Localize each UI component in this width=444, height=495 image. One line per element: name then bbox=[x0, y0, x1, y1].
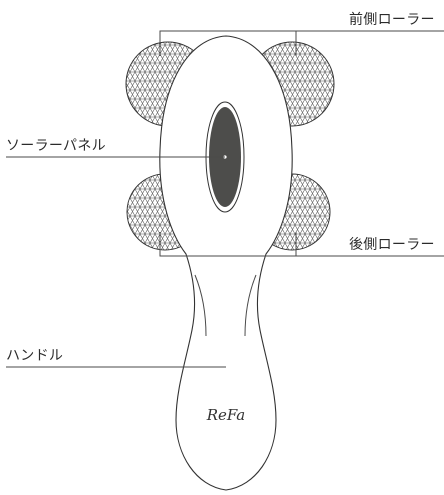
front-roller-label: 前側ローラー bbox=[349, 11, 435, 28]
rear-roller-callout: 後側ローラー bbox=[159, 232, 444, 257]
handle-contour-left bbox=[194, 274, 207, 337]
solar-panel-label: ソーラーパネル bbox=[6, 138, 106, 154]
handle-contour-right bbox=[244, 274, 257, 337]
handle-label: ハンドル bbox=[6, 348, 63, 364]
solar-panel-callout: ソーラーパネル bbox=[6, 138, 225, 158]
front-roller-bracket bbox=[159, 30, 297, 56]
refa-logo: ReFa bbox=[206, 406, 246, 424]
handle-callout: ハンドル bbox=[6, 348, 226, 368]
front-roller-callout: 前側ローラー bbox=[159, 11, 444, 56]
rear-roller-label: 後側ローラー bbox=[349, 237, 435, 253]
rear-roller-bracket bbox=[159, 232, 297, 257]
device-body bbox=[159, 35, 293, 491]
